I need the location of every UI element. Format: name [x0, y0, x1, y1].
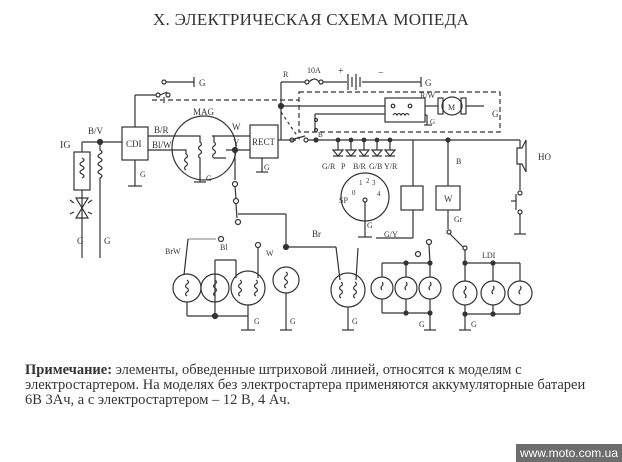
label-gr: Gr: [454, 215, 463, 224]
battery-icon: [347, 74, 361, 90]
label-w: W: [232, 122, 241, 132]
label-sp0: 0: [352, 189, 356, 197]
lamp: [370, 276, 394, 300]
lamp-dual: [330, 272, 366, 308]
label-motor: M: [448, 103, 455, 112]
label-g-lamp3: G: [352, 317, 358, 326]
footnote-text: элементы, обведенные штриховой линией, о…: [25, 362, 586, 408]
starter-relay: [384, 97, 426, 123]
label-sp4: 4: [377, 190, 381, 198]
source-coil: [97, 142, 103, 258]
lamp: [452, 280, 478, 306]
label-y: Y: [233, 138, 240, 148]
label-g-mid: G: [419, 320, 425, 329]
label-brw: BrW: [165, 247, 181, 256]
label-blw: Bl/W: [152, 140, 172, 150]
fuse-icon: [308, 78, 320, 83]
electric-starter-zone: [298, 91, 501, 133]
label-g-relay: G: [430, 118, 435, 126]
lamp: [480, 280, 506, 306]
label-gy: G/Y: [384, 230, 398, 239]
label-gr-sw: G/R: [322, 162, 336, 171]
label-ldi: LDI: [482, 251, 496, 260]
starter-motor: [441, 96, 463, 116]
horn-icon: [516, 139, 527, 173]
label-fuse: 10A: [307, 66, 321, 75]
ignition-coil: [69, 141, 100, 258]
label-g-motor: G: [492, 109, 499, 119]
label-mag: MAG: [193, 107, 215, 117]
lamp: [418, 276, 442, 300]
label-g-lamps: G: [254, 317, 260, 326]
footnote: Примечание: элементы, обведенные штрихов…: [25, 363, 595, 408]
label-b-main: B: [318, 131, 323, 139]
label-g-sp: G: [367, 221, 373, 230]
label-cdi: CDI: [126, 139, 142, 149]
lamp: [172, 273, 202, 303]
lamp: [507, 280, 533, 306]
label-yr: Y/R: [384, 162, 398, 171]
spark-plug-icon: [74, 197, 90, 219]
label-g-coil: G: [104, 236, 111, 246]
label-g-rect: G: [264, 163, 270, 172]
label-bv: B/V: [88, 126, 104, 136]
label-br: B/R: [154, 125, 169, 135]
watermark-link[interactable]: www.moto.com.ua: [515, 444, 622, 462]
label-b: B: [456, 157, 461, 166]
label-br2: Br: [312, 229, 321, 239]
magneto: [171, 115, 237, 181]
label-r: R: [283, 70, 289, 79]
label-g-top: G: [199, 78, 206, 88]
rectifier: [249, 124, 279, 159]
label-w2: W: [266, 249, 274, 258]
label-minus: −: [378, 68, 384, 79]
label-sp1: 1: [359, 179, 363, 187]
label-g-ig: G: [77, 236, 84, 246]
lamp-dual: [230, 270, 266, 306]
label-g-batt: G: [425, 78, 432, 88]
label-sp: SP: [339, 196, 348, 205]
label-g-ldi: G: [471, 320, 477, 329]
page-title: X. ЭЛЕКТРИЧЕСКАЯ СХЕМА МОПЕДА: [152, 10, 470, 29]
label-ho: HO: [538, 152, 551, 162]
diode-array: [331, 137, 397, 157]
label-rw: R/W: [420, 91, 436, 100]
label-blr: B/R: [353, 162, 367, 171]
label-sp3: 3: [372, 179, 376, 187]
label-g-cdi: G: [140, 170, 146, 179]
label-bl: Bl: [220, 243, 228, 252]
label-w-box: W: [444, 194, 453, 204]
stop-switch: [400, 185, 424, 211]
lamp: [394, 276, 418, 300]
label-g-mag: G: [206, 174, 212, 183]
label-g-lamp2: G: [290, 317, 296, 326]
label-p: P: [341, 162, 346, 171]
label-plus: +: [338, 66, 344, 77]
label-gb: G/B: [369, 162, 382, 171]
lamp: [272, 266, 300, 294]
label-ig: IG: [60, 140, 71, 151]
footnote-label: Примечание:: [25, 362, 113, 378]
label-sp2: 2: [366, 177, 370, 185]
wiring-diagram: IG B/V G G CDI G G B/R Bl/W MAG G W Y RE…: [60, 66, 551, 331]
label-rect: RECT: [252, 137, 276, 147]
